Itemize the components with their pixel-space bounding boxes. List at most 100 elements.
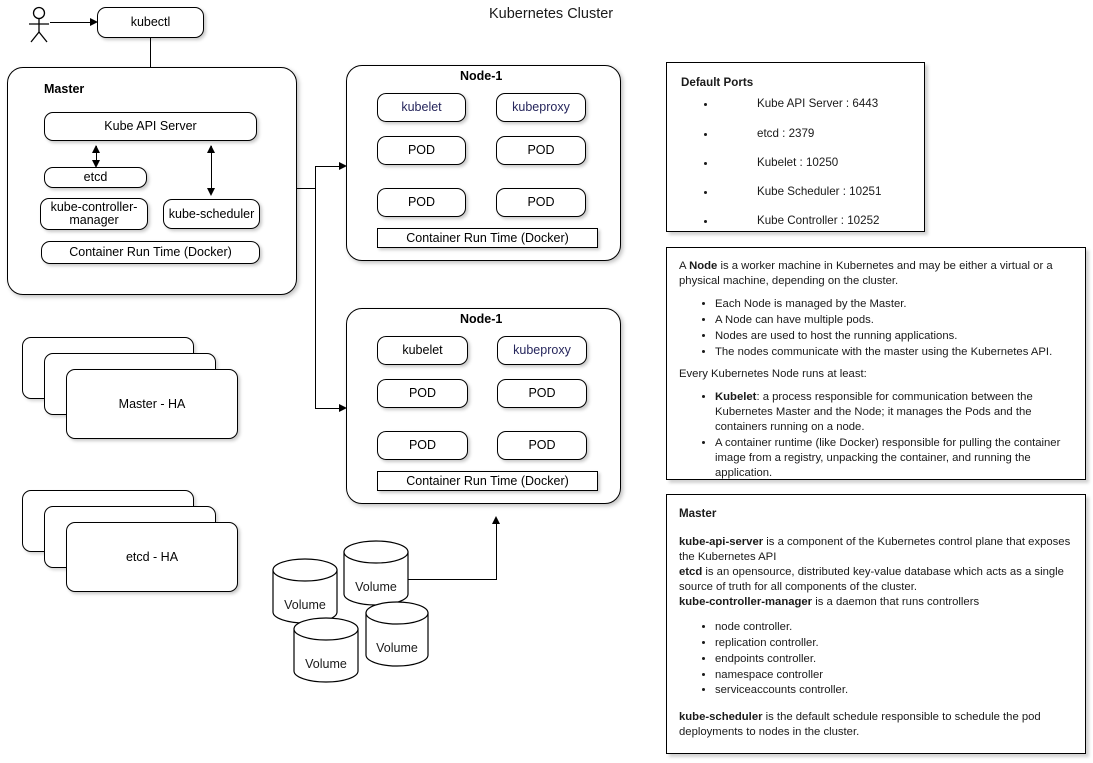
default-ports-list: Kube API Server : 6443 etcd : 2379 Kubel…	[681, 96, 910, 228]
volume-4-label: Volume	[305, 657, 347, 671]
volumes-to-node2-riser	[496, 524, 497, 580]
apiserver-etcd-arrow-down	[92, 160, 100, 168]
node-1-pod-4[interactable]: POD	[496, 188, 586, 217]
node-bullet: The nodes communicate with the master us…	[715, 345, 1073, 360]
master-description-panel: Master kube-api-server is a component of…	[666, 494, 1086, 754]
etcd-label: etcd	[83, 170, 108, 185]
node-1-container-runtime-box[interactable]: Container Run Time (Docker)	[377, 228, 598, 248]
controller-item: namespace controller	[715, 668, 1073, 683]
node-1-group-label: Node-1	[460, 69, 503, 83]
master-ha-label: Master - HA	[118, 396, 186, 411]
master-etcd-paragraph: etcd is an opensource, distributed key-v…	[679, 565, 1073, 595]
node-2-kubeproxy-box[interactable]: kubeproxy	[497, 336, 587, 365]
node-description-panel: A Node is a worker machine in Kubernetes…	[666, 247, 1086, 480]
volume-cylinder-2[interactable]: Volume	[343, 540, 409, 606]
volume-cylinder-1[interactable]: Volume	[272, 558, 338, 624]
port-item: Kubelet : 10250	[717, 155, 910, 170]
port-item: Kube Scheduler : 10251	[717, 184, 910, 199]
kube-api-server-box[interactable]: Kube API Server	[44, 112, 257, 141]
node-2-pod-1[interactable]: POD	[377, 379, 468, 408]
master-panel-heading: Master	[679, 507, 717, 520]
node-1-pod-2-label: POD	[527, 143, 555, 158]
master-apiserver-keyword: kube-api-server	[679, 536, 764, 549]
node-1-pod-1-label: POD	[407, 143, 436, 158]
master-controllers-list: node controller. replication controller.…	[679, 620, 1073, 699]
apiserver-scheduler-arrow-down	[207, 188, 215, 196]
node-1-kubeproxy-box[interactable]: kubeproxy	[496, 93, 586, 122]
node-1-kubelet-box[interactable]: kubelet	[377, 93, 466, 122]
controller-item: serviceaccounts controller.	[715, 683, 1073, 698]
master-kcm-text: is a daemon that runs controllers	[812, 595, 980, 608]
etcd-ha-card-front[interactable]: etcd - HA	[66, 522, 238, 592]
node-1-pod-3[interactable]: POD	[377, 188, 466, 217]
master-kcm-keyword: kube-controller-manager	[679, 595, 813, 608]
node-2-group-label: Node-1	[460, 312, 503, 326]
node-2-pod-3[interactable]: POD	[377, 431, 468, 460]
master-scheduler-keyword: kube-scheduler	[679, 711, 763, 724]
node-kubelet-keyword: Kubelet	[715, 391, 757, 404]
node-1-pod-3-label: POD	[407, 195, 436, 210]
volumes-to-node2-arrowhead	[492, 516, 500, 524]
master-to-node2-line	[315, 408, 343, 409]
volume-cylinder-4[interactable]: Volume	[293, 617, 359, 683]
controller-item: endpoints controller.	[715, 652, 1073, 667]
node-intro-keyword: Node	[689, 260, 718, 272]
kubectl-box[interactable]: kubectl	[97, 7, 204, 38]
node-1-pod-4-label: POD	[527, 195, 555, 210]
node-1-pod-1[interactable]: POD	[377, 136, 466, 165]
master-kcm-paragraph: kube-controller-manager is a daemon that…	[679, 595, 1073, 610]
node-intro-paragraph: A Node is a worker machine in Kubernetes…	[679, 259, 1073, 289]
node-1-kubelet-label: kubelet	[401, 100, 442, 115]
node-2-kubelet-box[interactable]: kubelet	[377, 336, 468, 365]
actor-to-kubectl-arrowhead	[90, 17, 98, 26]
kube-scheduler-label: kube-scheduler	[168, 206, 255, 221]
node-requirements-list: Kubelet: a process responsible for commu…	[679, 390, 1073, 480]
master-scheduler-paragraph: kube-scheduler is the default schedule r…	[679, 710, 1073, 740]
etcd-box[interactable]: etcd	[44, 167, 147, 188]
master-to-node1-line	[315, 166, 343, 167]
node-2-container-runtime-label: Container Run Time (Docker)	[406, 474, 569, 488]
master-etcd-keyword: etcd	[679, 566, 703, 579]
master-container-runtime-label: Container Run Time (Docker)	[69, 245, 232, 260]
volume-1-label: Volume	[284, 598, 326, 612]
node-kubelet-bullet: Kubelet: a process responsible for commu…	[715, 390, 1073, 435]
master-to-node1-arrowhead	[339, 162, 347, 170]
node-1-kubeproxy-label: kubeproxy	[512, 100, 570, 115]
node-2-container-runtime-box[interactable]: Container Run Time (Docker)	[377, 471, 598, 491]
default-ports-panel: Default Ports Kube API Server : 6443 etc…	[666, 62, 925, 232]
node-1-pod-2[interactable]: POD	[496, 136, 586, 165]
master-ha-card-front[interactable]: Master - HA	[66, 369, 238, 439]
kube-api-server-label: Kube API Server	[104, 119, 197, 134]
volume-cylinder-3[interactable]: Volume	[365, 601, 429, 667]
kube-scheduler-box[interactable]: kube-scheduler	[163, 199, 260, 229]
node-2-pod-3-label: POD	[408, 438, 437, 453]
kubectl-label: kubectl	[130, 15, 171, 30]
master-etcd-text: is an opensource, distributed key-value …	[679, 566, 1064, 594]
node-runtime-bullet: A container runtime (like Docker) respon…	[715, 436, 1073, 481]
node-bullet: Nodes are used to host the running appli…	[715, 329, 1073, 344]
node-1-container-runtime-label: Container Run Time (Docker)	[406, 231, 569, 245]
master-to-nodes-stub	[297, 188, 316, 189]
kube-controller-manager-label: kube-controller-manager	[50, 199, 138, 227]
master-to-node2-arrowhead	[339, 404, 347, 412]
node-2-pod-1-label: POD	[408, 386, 437, 401]
node-2-kubeproxy-label: kubeproxy	[513, 343, 571, 358]
node-bullet: Each Node is managed by the Master.	[715, 297, 1073, 312]
master-apiserver-paragraph: kube-api-server is a component of the Ku…	[679, 535, 1073, 565]
kube-controller-manager-box[interactable]: kube-controller-manager	[40, 198, 148, 230]
master-container-runtime-box[interactable]: Container Run Time (Docker)	[41, 241, 260, 264]
node-2-pod-2[interactable]: POD	[497, 379, 587, 408]
master-to-nodes-trunk	[315, 166, 316, 408]
apiserver-scheduler-line	[211, 146, 212, 194]
node-2-kubelet-label: kubelet	[402, 343, 443, 358]
node-2-pod-2-label: POD	[528, 386, 556, 401]
controller-item: replication controller.	[715, 636, 1073, 651]
node-bullet: A Node can have multiple pods.	[715, 313, 1073, 328]
node-intro-prefix: A	[679, 260, 690, 272]
default-ports-heading: Default Ports	[681, 76, 754, 89]
user-actor-icon	[24, 6, 60, 51]
master-scheduler-text: is the default schedule responsible to s…	[679, 711, 1041, 739]
node-2-pod-4[interactable]: POD	[497, 431, 587, 460]
node-intro-rest: is a worker machine in Kubernetes and ma…	[679, 260, 1053, 287]
